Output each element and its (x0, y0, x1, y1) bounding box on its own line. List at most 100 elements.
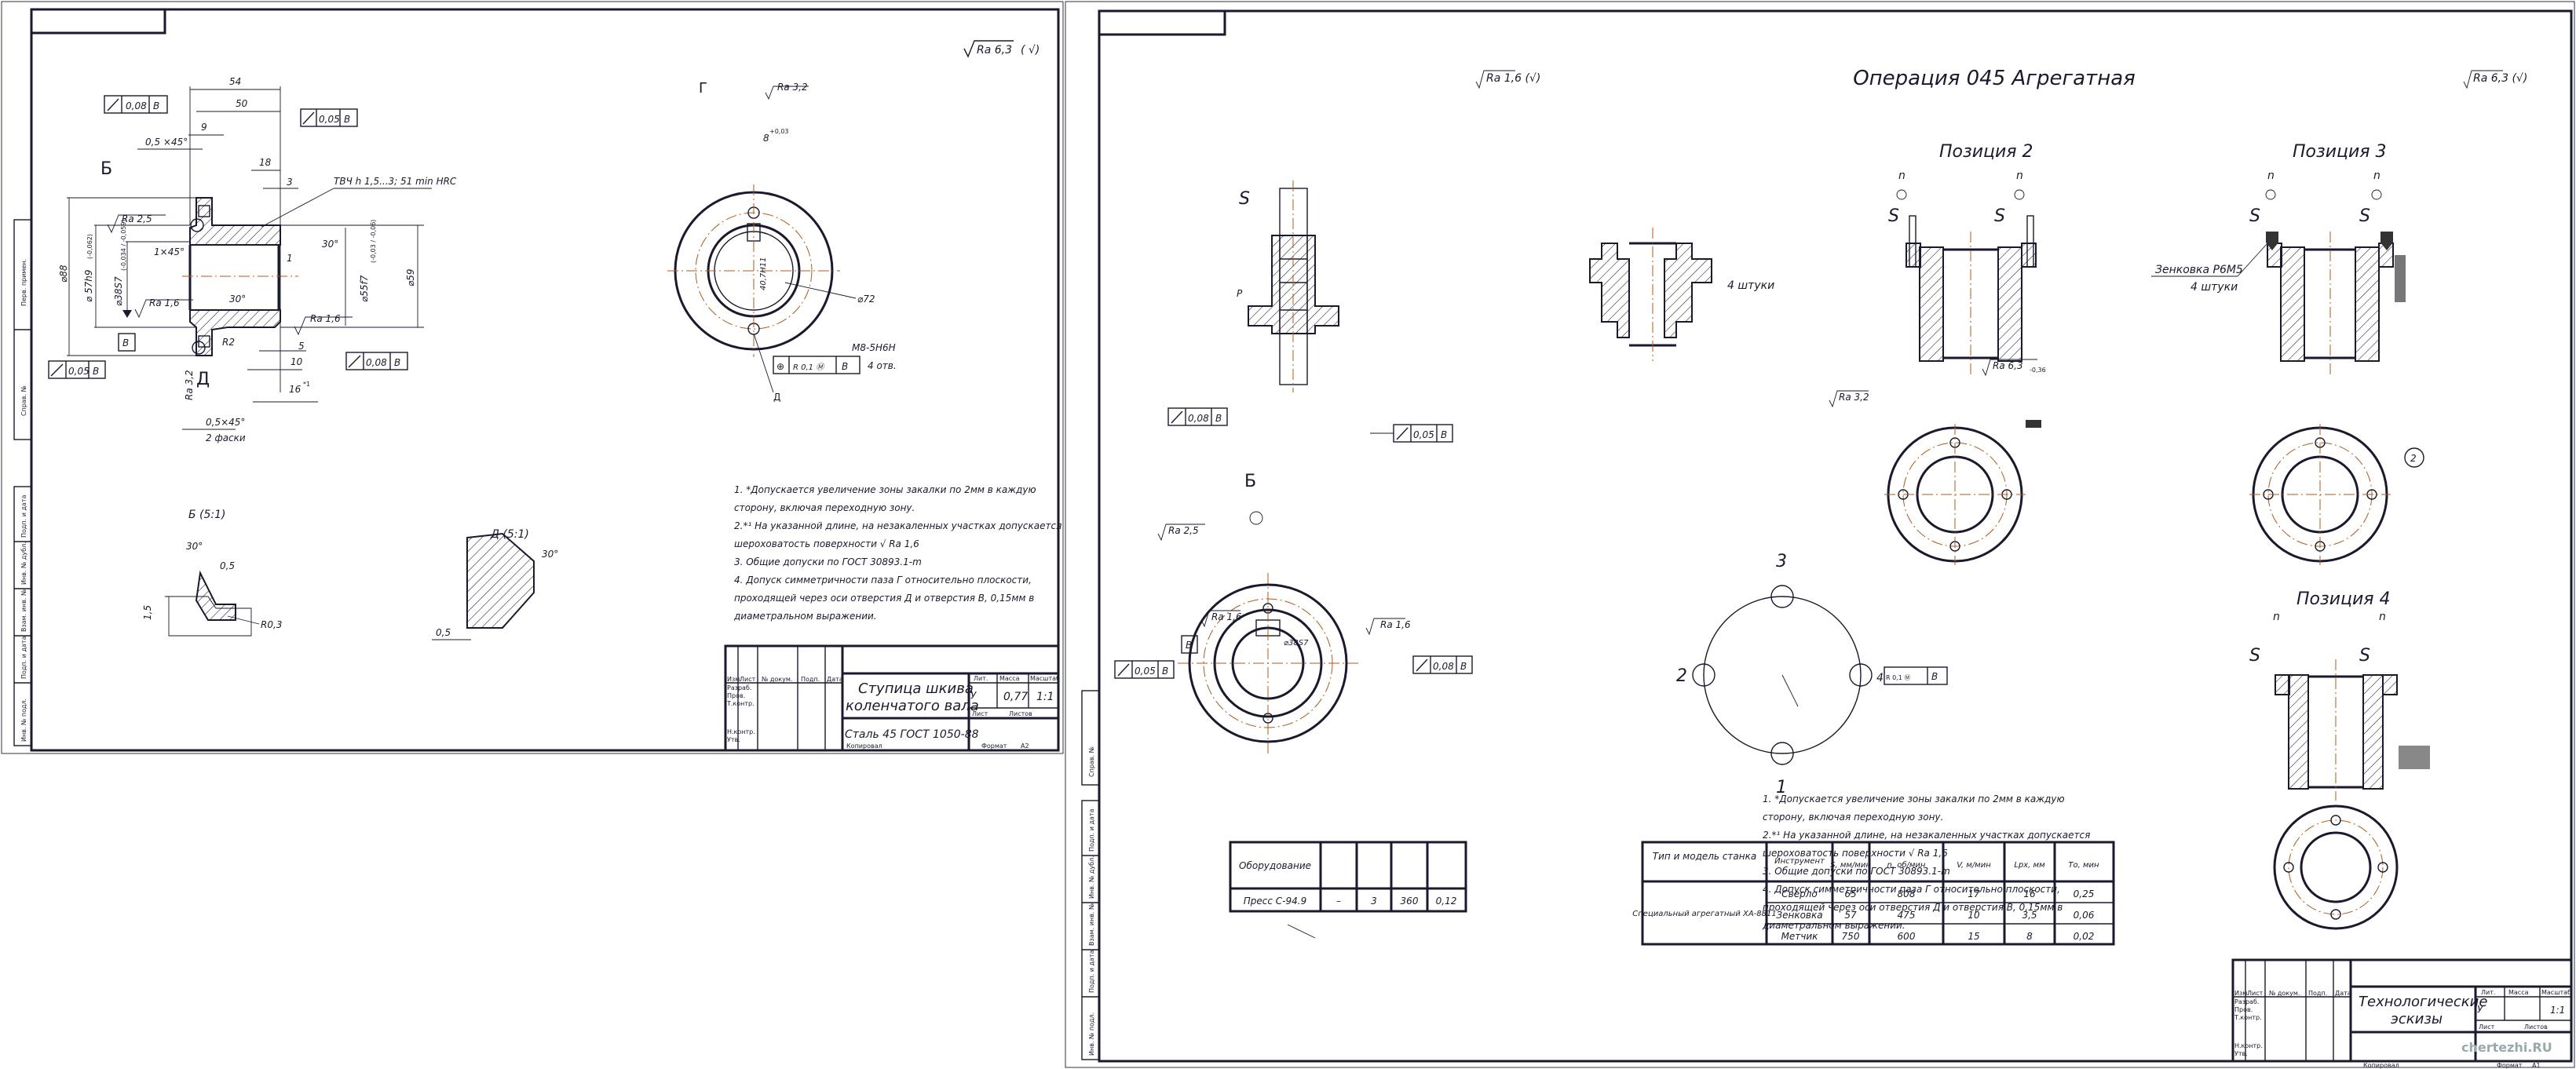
press-p: P (1237, 288, 1243, 299)
feed-s: S (1994, 206, 2005, 226)
press-table-cell: 3 (1371, 896, 1377, 907)
stamp-podp: Подп. и дата (20, 494, 27, 538)
drawing-line (1157, 524, 1205, 542)
scale-value: 1:1 (2550, 1005, 2565, 1016)
sheet-label: Лист (972, 710, 988, 717)
doc-name-line2: эскизы (2391, 1011, 2443, 1027)
drawing-line (2330, 909, 2341, 920)
frame-datum: В (1215, 413, 1222, 424)
drawing-line (1416, 659, 1428, 672)
drawing-line (1829, 390, 1869, 408)
mt-cell: 600 (1898, 931, 1916, 942)
col-data: Дата (827, 676, 843, 683)
countersink-count: 4 штуки (2191, 281, 2238, 294)
drawing-line (1781, 674, 1799, 707)
runout-arrow-icon (50, 363, 64, 377)
pos3-label-2: 2 (2410, 453, 2417, 464)
press-ra32: Ra 3,2 (1839, 392, 1869, 403)
col-podp: Подп. (2308, 990, 2327, 997)
mt-cell: 3,5 (2022, 910, 2037, 921)
drawing-line (1982, 359, 2037, 377)
thread-spec: М8-5Н6Н (852, 342, 896, 353)
press-s: S (1239, 189, 1250, 209)
spindle-n: n (2273, 611, 2280, 623)
drawing-line (1181, 635, 1198, 654)
feed-s: S (2359, 206, 2370, 226)
drawing-line (1213, 608, 1323, 718)
drawing-line (195, 570, 236, 621)
note-line: сторону, включая переходную зону. (1763, 812, 1943, 823)
section-d-dim: 0,5 (436, 627, 451, 638)
drawing-line (2395, 255, 2406, 302)
row-prov: Пров. (727, 692, 745, 699)
note-line: сторону, включая переходную зону. (734, 502, 915, 513)
col-izm: Изм. (2234, 990, 2249, 997)
mt-cell: 17 (1968, 888, 1980, 899)
drawing-line (13, 486, 32, 746)
runout-arrow-icon (107, 98, 119, 111)
rotation-icon (2014, 189, 2025, 200)
bushing-blank: 4 штуки (1589, 228, 1774, 361)
stamp-inv-dubl: Инв. № дубл. (20, 542, 27, 585)
heat-treatment-note: ТВЧ h 1,5...3; 51 min HRC (334, 176, 457, 187)
note-line: диаметральном выражении. (733, 611, 877, 622)
frame-value: 0,08 (1433, 661, 1454, 672)
press-front-label-b: Б (1244, 472, 1256, 491)
mass-value: 0,77 (1003, 691, 1028, 703)
dim-dia57-tol: (-0,062) (86, 234, 93, 259)
index-table-diagram: 3 2 1 4 R 0,1 Ⓜ В (1676, 552, 1948, 797)
mt-cell: 65 (1844, 888, 1856, 899)
drawing-line (1770, 742, 1794, 765)
press-front-frame-1 (1114, 660, 1175, 679)
drawing-line (753, 333, 774, 393)
frame-datum: В (1460, 661, 1467, 672)
note-line: проходящей через оси отверстия Д и отвер… (1763, 902, 2063, 913)
frame-value: 0,05 (319, 114, 340, 125)
mt-machine: Специальный агрегатный ХА-8811 (1632, 910, 1776, 918)
drawing-line (2275, 674, 2290, 695)
press-side-sketch: S P 0,08 В 0,05 В Ra 3,2 (1167, 181, 1869, 443)
dim-50: 50 (236, 98, 248, 109)
stamp-podp: Подп. и дата (1088, 808, 1095, 852)
press-front-frame-2 (1412, 655, 1473, 674)
press-frame-2 (1393, 424, 1453, 443)
right-sheet-frame (1098, 9, 2573, 1063)
drawing-line (261, 188, 334, 228)
drawing-line (48, 360, 106, 379)
drawing-line (2231, 958, 2573, 1063)
holes-count: 4 отв. (868, 360, 897, 371)
general-roughness: Ra 6,3 (977, 44, 1012, 57)
position-datum: В (842, 361, 848, 372)
row-nkontr: Н.контр. (727, 728, 755, 735)
col-list: Лист (2247, 990, 2264, 997)
copied-label: Копировал (846, 742, 882, 750)
position-3: Позиция 3 n n S S Зенковка Р6М5 4 штуки … (2151, 142, 2424, 565)
left-side-stamps: Перв. примен. Справ. № Подп. и дата Инв.… (13, 219, 32, 746)
part-name-line1: Ступица шкива (858, 680, 974, 697)
note-line: 3. Общие допуски по ГОСТ 30893.1-m (1763, 866, 1950, 877)
drawing-line (192, 341, 206, 355)
note-line: 2.*¹ На указанной длине, на незакаленных… (1763, 830, 2090, 841)
dim-18: 18 (259, 157, 272, 168)
index-position-2: 2 (1676, 666, 1687, 686)
scale-value: 1:1 (1036, 691, 1054, 703)
dim-9: 9 (201, 122, 207, 133)
mt-row-drill: Сверло 65 808 17 16 0,25 (1781, 888, 2094, 899)
dim-3: 3 (287, 177, 293, 188)
mt-header: Инструмент (1774, 857, 1825, 866)
press-front-ra25: Ra 2,5 (1168, 525, 1199, 536)
drawing-line (1849, 663, 1873, 687)
drawing-line (2288, 819, 2384, 915)
scale-label: Масштаб (2541, 989, 2571, 996)
front-ra-3-2: Ra 3,2 (777, 82, 808, 93)
hub-section-view: 54 50 9 0,5 ×45° Б 18 3 ТВЧ h 1,5...3; 5… (58, 76, 457, 443)
pos2-ra-sub: -0,36 (2030, 367, 2046, 374)
press-table-cell: 360 (1401, 896, 1419, 907)
position-2: Позиция 2 n n S S Ra 6,3 -0,36 (1884, 142, 2046, 565)
mt-cell: Метчик (1781, 931, 1819, 942)
sheet-label: Лист (2479, 1023, 2495, 1031)
drawing-line (227, 615, 260, 625)
row-utv: Утв. (727, 736, 740, 743)
index-position-1: 1 (1776, 778, 1787, 797)
